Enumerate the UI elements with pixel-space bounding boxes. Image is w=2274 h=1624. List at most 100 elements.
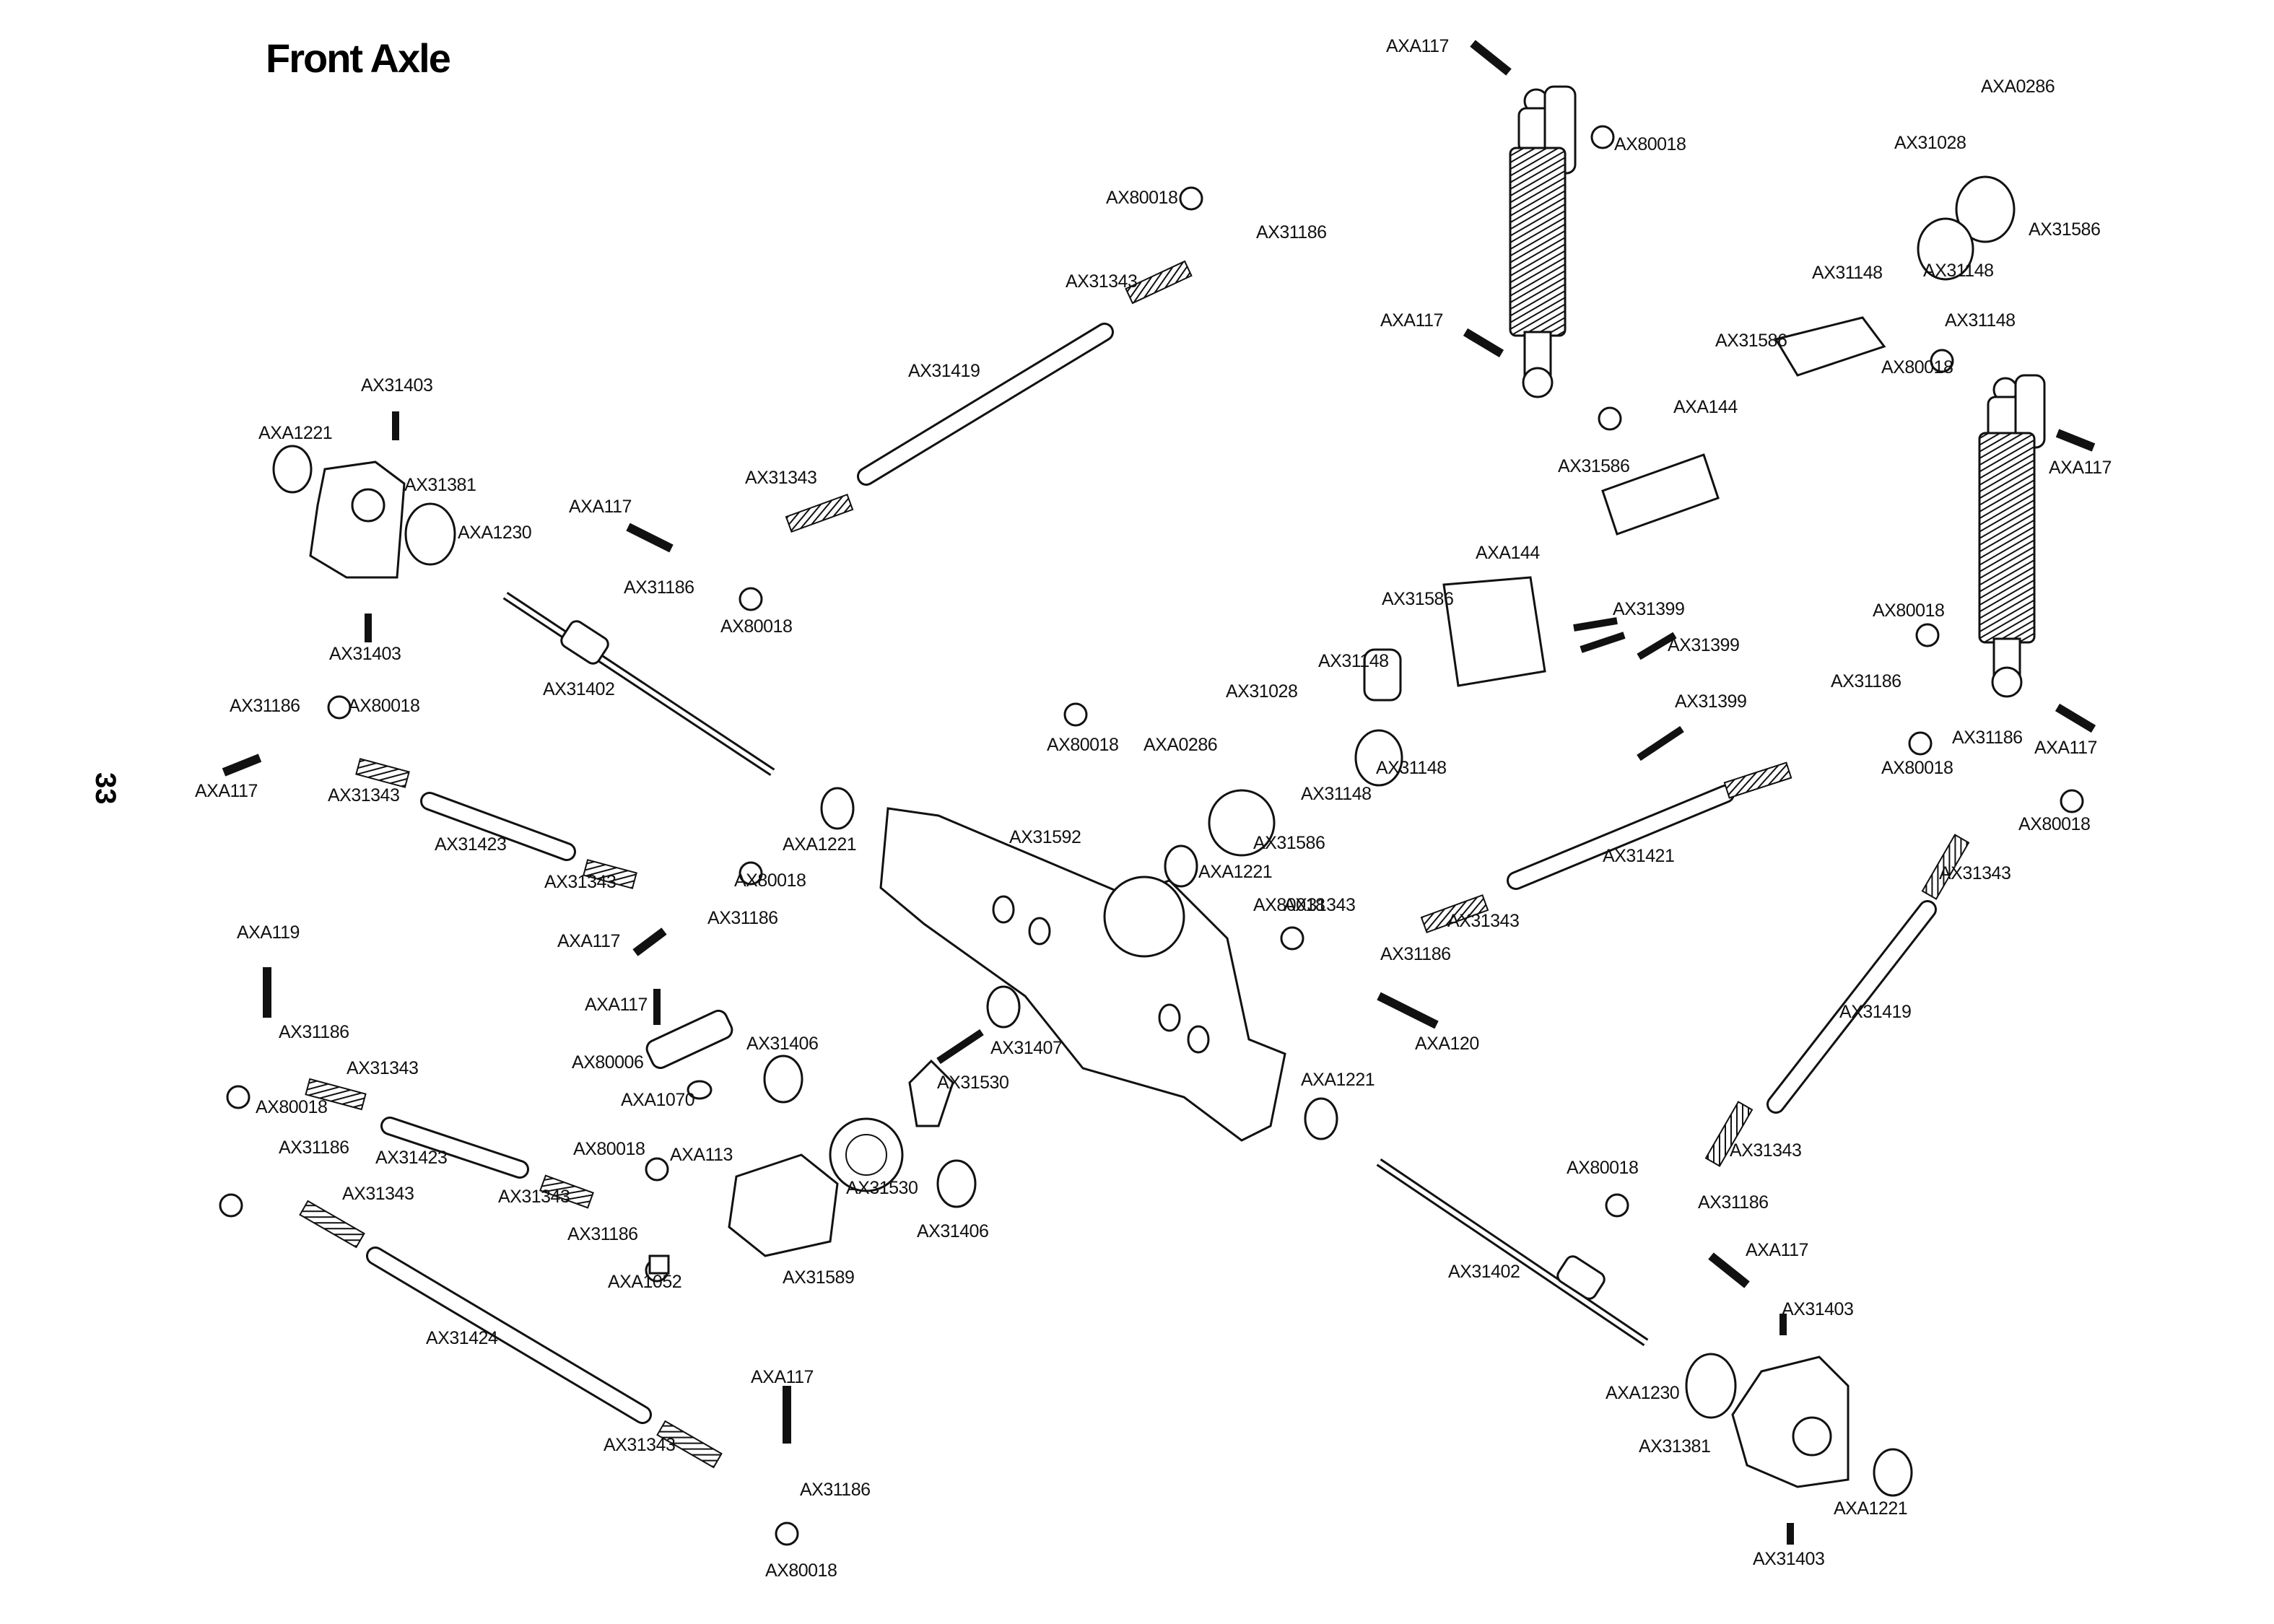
part-callout-label: AX31186: [279, 1138, 349, 1158]
part-callout-label: AX80018: [573, 1139, 645, 1159]
part-callout-label: AX31186: [707, 908, 778, 928]
part-callout-label: AX31586: [1558, 456, 1629, 476]
part-callout-label: AX31186: [1256, 222, 1327, 243]
bearings: [763, 787, 1338, 1208]
part-callout-label: AX31186: [1831, 671, 1901, 691]
part-callout-label: AXA117: [1380, 310, 1443, 331]
part-callout-label: AX31419: [908, 361, 980, 381]
part-callout-label: AX31186: [1380, 944, 1451, 964]
part-callout-label: AX31589: [783, 1267, 854, 1288]
part-callout-label: AXA117: [1386, 36, 1449, 56]
suspension-links: [366, 323, 1937, 1424]
part-callout-label: AX80018: [1567, 1158, 1638, 1178]
part-callout-label: AX80018: [1106, 188, 1177, 208]
part-callout-label: AX31403: [1753, 1549, 1824, 1569]
part-callout-label: AX31186: [567, 1224, 638, 1244]
part-callout-label: AX31423: [375, 1148, 447, 1168]
part-callout-label: AX31407: [990, 1038, 1062, 1058]
part-callout-label: AX31148: [1812, 263, 1883, 283]
part-callout-label: AXA144: [1476, 543, 1540, 563]
ball-studs: [219, 125, 2084, 1546]
front-shock-right: [1978, 374, 2046, 698]
steering-knuckle-left: [272, 445, 456, 579]
part-callout-label: AXA1221: [1301, 1070, 1375, 1090]
part-callout-label: AX31343: [328, 785, 399, 806]
part-callout-label: AX80018: [765, 1560, 837, 1581]
part-callout-label: AXA113: [670, 1145, 733, 1165]
part-callout-label: AX31186: [1952, 728, 2023, 748]
part-callout-label: AX31586: [1253, 833, 1325, 853]
part-callout-label: AX31592: [1009, 827, 1081, 847]
part-callout-label: AX31343: [498, 1187, 570, 1207]
part-callout-label: AX31419: [1839, 1002, 1911, 1022]
part-callout-label: AX31403: [361, 375, 432, 396]
part-callout-label: AXA1221: [783, 834, 856, 855]
part-callout-label: AXA117: [195, 781, 258, 801]
part-callout-label: AX31586: [1715, 331, 1787, 351]
part-callout-label: AX31343: [544, 872, 616, 892]
part-callout-label: AX31343: [1284, 895, 1355, 915]
part-callout-label: AX80006: [572, 1052, 643, 1073]
part-callout-label: AXA1070: [621, 1090, 694, 1110]
part-callout-label: AX31028: [1894, 133, 1966, 153]
part-callout-label: AXA117: [2049, 458, 2112, 478]
drive-shaft-assembly: [1208, 175, 2016, 857]
part-callout-label: AX31186: [624, 577, 694, 598]
part-callout-label: AX31343: [604, 1435, 675, 1455]
part-callout-label: AXA144: [1673, 397, 1738, 417]
part-callout-label: AXA1230: [458, 523, 531, 543]
part-callout-label: AX80018: [348, 696, 419, 716]
page-title: Front Axle: [266, 35, 451, 81]
part-callout-label: AX31148: [1301, 784, 1372, 804]
differential-and-ring-gear: [645, 1009, 984, 1275]
part-callout-label: AX80018: [1047, 735, 1118, 755]
front-shock-left: [1509, 85, 1577, 398]
part-callout-label: AXA117: [585, 995, 648, 1015]
parts-layer: [219, 40, 2096, 1546]
part-callout-label: AX80018: [2018, 814, 2090, 834]
part-callout-label: AX31148: [1945, 310, 2016, 331]
axle-housing: [879, 807, 1286, 1142]
part-callout-label: AXA117: [751, 1367, 814, 1387]
part-callout-label: AX31406: [746, 1034, 818, 1054]
part-callout-label: AX31381: [1639, 1436, 1710, 1457]
part-callout-label: AX31343: [1730, 1140, 1801, 1161]
part-callout-label: AX80018: [720, 616, 792, 637]
part-callout-label: AX31028: [1226, 681, 1297, 702]
part-callout-label: AX31343: [342, 1184, 414, 1204]
part-callout-label: AX80018: [1253, 895, 1325, 915]
part-callout-label: AX31586: [2029, 219, 2100, 240]
axle-shafts: [502, 591, 1649, 1346]
screws: [222, 40, 2096, 1545]
part-callout-label: AXA117: [569, 497, 632, 517]
part-callouts: AXA117AX80018AXA0286AX31028AX31586AX8001…: [195, 36, 2112, 1581]
part-callout-label: AXA1052: [608, 1272, 681, 1292]
part-callout-label: AX31530: [846, 1178, 918, 1198]
part-callout-label: AXA1221: [1198, 862, 1272, 882]
part-callout-label: AXA119: [237, 922, 300, 943]
threaded-studs: [299, 260, 1970, 1469]
part-callout-label: AX80018: [734, 870, 806, 891]
part-callout-label: AXA117: [557, 931, 620, 951]
part-callout-label: AX31403: [1782, 1299, 1853, 1319]
part-callout-label: AX31343: [1939, 863, 2011, 883]
part-callout-label: AX31403: [329, 644, 401, 664]
part-callout-label: AXA1230: [1606, 1383, 1679, 1403]
steering-knuckle-right: [1685, 1353, 1913, 1497]
part-callout-label: AX31186: [800, 1480, 871, 1500]
part-callout-label: AXA0286: [1981, 77, 2055, 97]
part-callout-label: AX31343: [1066, 271, 1137, 292]
part-callout-label: AX80018: [1881, 357, 1953, 377]
part-callout-label: AXA117: [1746, 1240, 1808, 1260]
part-callout-label: AX80018: [1873, 601, 1944, 621]
part-callout-label: AX31406: [917, 1221, 988, 1241]
part-callout-label: AX31381: [404, 475, 476, 495]
part-callout-label: AX31343: [1447, 911, 1519, 931]
part-callout-label: AX31399: [1668, 635, 1739, 655]
part-callout-label: AX31186: [1698, 1192, 1769, 1213]
part-callout-label: AX31586: [1382, 589, 1453, 609]
part-callout-label: AXA1221: [258, 423, 332, 443]
part-callout-label: AXA1221: [1834, 1498, 1907, 1519]
part-callout-label: AXA120: [1415, 1034, 1479, 1054]
